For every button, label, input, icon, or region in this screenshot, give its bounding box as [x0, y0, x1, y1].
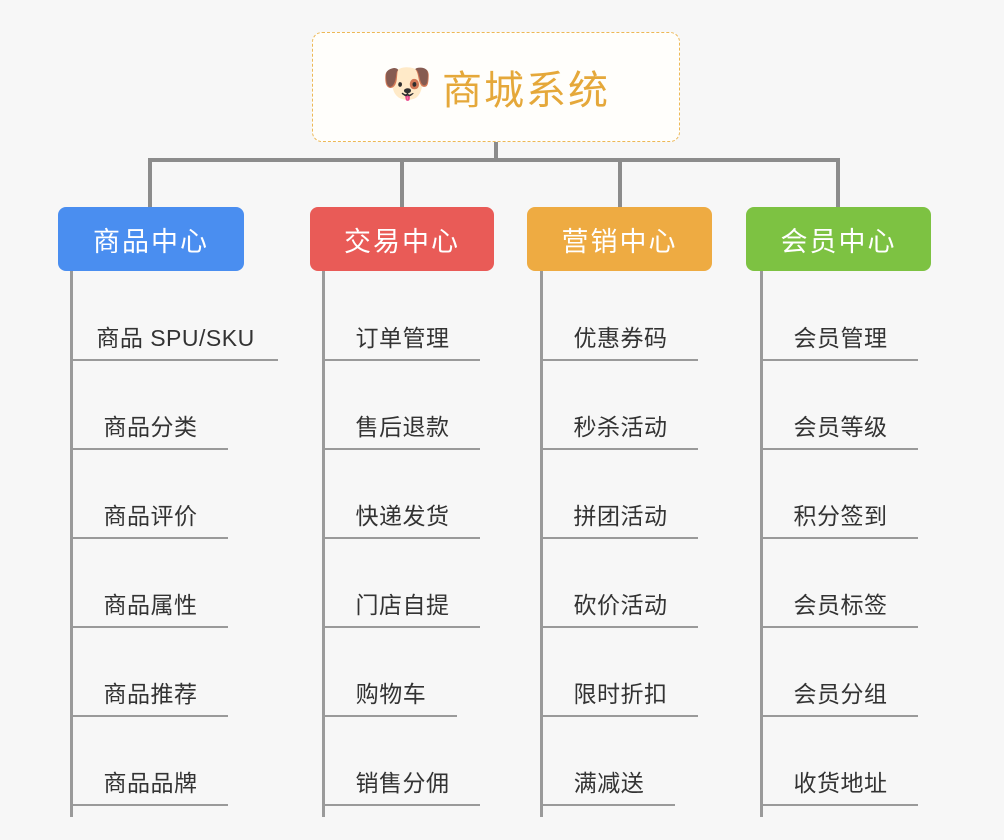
sub-item-label-3-3: 会员标签 [793, 592, 888, 618]
sub-item-3-3[interactable]: 会员标签 [763, 538, 918, 628]
sub-item-label-3-5: 收货地址 [793, 770, 888, 796]
sub-item-1-0[interactable]: 订单管理 [325, 271, 480, 361]
connector-root-stem [494, 142, 498, 162]
category-label-0: 商品中心 [93, 226, 209, 257]
sub-item-1-4[interactable]: 购物车 [325, 627, 457, 717]
sub-item-1-3[interactable]: 门店自提 [325, 538, 480, 628]
connector-drop-2 [400, 158, 404, 208]
sub-item-label-3-4: 会员分组 [793, 681, 888, 707]
sub-item-1-5[interactable]: 销售分佣 [325, 716, 480, 806]
sub-item-label-0-1: 商品分类 [103, 414, 198, 440]
sub-item-0-4[interactable]: 商品推荐 [73, 627, 228, 717]
sub-item-label-1-0: 订单管理 [355, 325, 450, 351]
sub-item-label-2-5: 满减送 [573, 770, 645, 796]
category-box-0[interactable]: 商品中心 [58, 207, 244, 271]
sub-item-label-1-4: 购物车 [355, 681, 427, 707]
sub-item-2-0[interactable]: 优惠券码 [543, 271, 698, 361]
sub-item-0-0[interactable]: 商品 SPU/SKU [73, 271, 278, 361]
sub-item-label-0-0: 商品 SPU/SKU [96, 325, 255, 351]
sub-item-2-3[interactable]: 砍价活动 [543, 538, 698, 628]
sub-item-3-4[interactable]: 会员分组 [763, 627, 918, 717]
category-box-2[interactable]: 营销中心 [527, 207, 712, 271]
sub-item-1-1[interactable]: 售后退款 [325, 360, 480, 450]
column-trunk-3 [760, 271, 763, 817]
sub-item-2-4[interactable]: 限时折扣 [543, 627, 698, 717]
sub-item-3-5[interactable]: 收货地址 [763, 716, 918, 806]
sub-item-0-3[interactable]: 商品属性 [73, 538, 228, 628]
sub-item-label-0-3: 商品属性 [103, 592, 198, 618]
sub-item-2-5[interactable]: 满减送 [543, 716, 675, 806]
sub-item-label-3-2: 积分签到 [793, 503, 888, 529]
category-box-1[interactable]: 交易中心 [310, 207, 494, 271]
sub-item-label-2-3: 砍价活动 [573, 592, 668, 618]
category-label-1: 交易中心 [344, 226, 460, 257]
connector-drop-4 [836, 158, 840, 208]
sub-item-2-1[interactable]: 秒杀活动 [543, 360, 698, 450]
sub-item-label-1-3: 门店自提 [355, 592, 450, 618]
sub-item-label-1-5: 销售分佣 [355, 770, 450, 796]
sub-item-label-0-2: 商品评价 [103, 503, 198, 529]
sub-item-label-0-4: 商品推荐 [103, 681, 198, 707]
category-box-3[interactable]: 会员中心 [746, 207, 931, 271]
sub-item-label-2-2: 拼团活动 [573, 503, 668, 529]
category-label-3: 会员中心 [780, 226, 897, 257]
sub-item-2-2[interactable]: 拼团活动 [543, 449, 698, 539]
sub-item-0-2[interactable]: 商品评价 [73, 449, 228, 539]
root-node-mall-system[interactable]: 🐶 商城系统 [312, 32, 680, 142]
root-node-label: 商城系统 [442, 69, 610, 113]
sub-item-label-2-1: 秒杀活动 [573, 414, 668, 440]
sub-item-label-3-1: 会员等级 [793, 414, 888, 440]
sub-item-label-1-2: 快递发货 [355, 503, 450, 529]
sub-item-label-1-1: 售后退款 [355, 414, 450, 440]
connector-horizontal-bus [148, 158, 840, 162]
sub-item-label-0-5: 商品品牌 [103, 770, 198, 796]
column-trunk-0 [70, 271, 73, 817]
sub-item-0-5[interactable]: 商品品牌 [73, 716, 228, 806]
sub-item-3-0[interactable]: 会员管理 [763, 271, 918, 361]
dog-face-icon: 🐶 [382, 62, 432, 106]
category-label-2: 营销中心 [561, 226, 678, 257]
sub-item-label-2-0: 优惠券码 [573, 325, 668, 351]
sub-item-label-3-0: 会员管理 [793, 325, 888, 351]
sub-item-1-2[interactable]: 快递发货 [325, 449, 480, 539]
column-trunk-1 [322, 271, 325, 817]
column-trunk-2 [540, 271, 543, 817]
sub-item-0-1[interactable]: 商品分类 [73, 360, 228, 450]
sub-item-3-2[interactable]: 积分签到 [763, 449, 918, 539]
sub-item-label-2-4: 限时折扣 [573, 681, 668, 707]
connector-drop-1 [148, 158, 152, 208]
connector-drop-3 [618, 158, 622, 208]
sub-item-3-1[interactable]: 会员等级 [763, 360, 918, 450]
